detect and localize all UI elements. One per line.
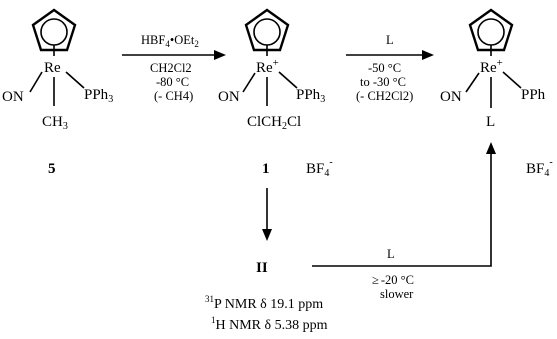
nitrosyl-ligand: ON [440, 89, 462, 105]
condition-temperature: ≥-20 °C [372, 273, 414, 287]
cyclopentadienyl-ring [468, 8, 514, 52]
metal-re: Re [44, 60, 61, 76]
ligand-l: L [486, 114, 495, 130]
nitrosyl-bond [29, 71, 43, 93]
phosphine-bond [278, 71, 298, 89]
compound-5: Re ON PPh3 CH3 5 [2, 8, 113, 177]
condition-temperature-end: to -30 °C [360, 75, 406, 89]
condition-temperature-start: -50 °C [368, 61, 401, 75]
reaction-arrow-down [262, 188, 272, 241]
reagent-hbf4-oet2: HBF4•OEt2 [141, 33, 199, 49]
compound-1: Re+ ON PPh3 ClCH2Cl 1 BF4- [218, 8, 333, 179]
counterion: BF4- [306, 157, 333, 179]
dichloromethane-ligand: ClCH2Cl [247, 114, 301, 132]
nitrosyl-ligand: ON [218, 89, 240, 105]
condition-temperature: -80 °C [156, 75, 189, 89]
compound-product: Re+ ON PPh L BF4- [440, 8, 553, 179]
metal-re: Re+ [480, 57, 503, 76]
nitrosyl-ligand: ON [2, 89, 24, 105]
condition-byproduct: (- CH2Cl2) [356, 89, 413, 103]
nitrosyl-bond [242, 72, 256, 93]
nmr-proton: 1H NMR δ 5.38 ppm [211, 315, 328, 333]
methyl-ligand: CH3 [42, 114, 68, 132]
phosphine-bond [65, 71, 85, 89]
phosphine-ligand: PPh3 [296, 87, 325, 105]
reaction-arrow-step1: HBF4•OEt2 CH2Cl2 -80 °C (- CH4) [122, 33, 226, 103]
phosphine-ligand: PPh [521, 87, 546, 103]
cyclopentadienyl-ring [31, 8, 77, 52]
cyclopentadienyl-ring [244, 8, 290, 52]
phosphine-bond [502, 71, 522, 89]
phosphine-ligand: PPh3 [84, 87, 113, 105]
nitrosyl-bond [465, 72, 480, 93]
counterion: BF4- [526, 157, 553, 179]
condition-rate: slower [380, 287, 414, 301]
metal-re: Re+ [256, 57, 279, 76]
intermediate-label: II [256, 260, 268, 276]
condition-solvent: CH2Cl2 [150, 61, 192, 75]
nmr-phosphorus: 31P NMR δ 19.1 ppm [205, 294, 323, 312]
compound-label-5: 5 [48, 161, 56, 177]
reagent-l: L [387, 247, 395, 261]
reaction-arrow-step3: L ≥-20 °C slower [312, 142, 496, 301]
reagent-l: L [386, 33, 394, 47]
reaction-arrow-step2: L -50 °C to -30 °C (- CH2Cl2) [346, 33, 434, 103]
compound-label-1: 1 [262, 161, 270, 177]
condition-byproduct: (- CH4) [154, 89, 193, 103]
